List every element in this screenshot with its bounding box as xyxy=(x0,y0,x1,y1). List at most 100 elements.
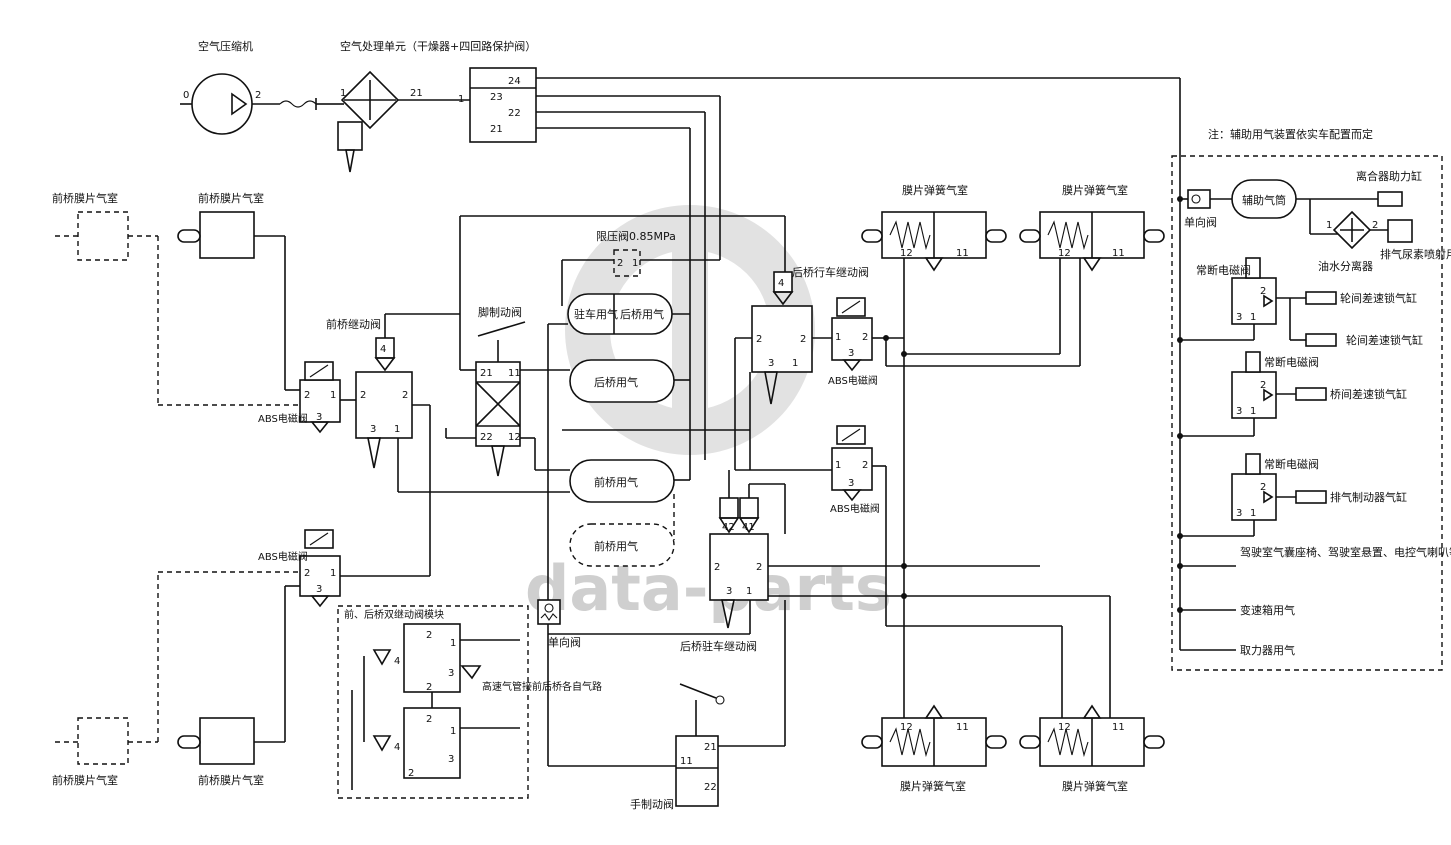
port-21: 21 xyxy=(480,368,493,379)
port-1: 1 xyxy=(330,390,336,401)
port-22: 22 xyxy=(508,108,521,119)
abs-label: ABS电磁阀 xyxy=(828,374,878,387)
port-3: 3 xyxy=(848,478,854,489)
port-12: 12 xyxy=(900,722,913,733)
port-2: 2 xyxy=(756,334,762,345)
port-2: 2 xyxy=(426,682,432,693)
port-11: 11 xyxy=(680,756,693,767)
port-1: 1 xyxy=(746,586,752,597)
spring-chamber-top-left: 12 11 膜片弹簧气室 xyxy=(861,183,1007,272)
rear-service-relay-label: 后桥行车继动阀 xyxy=(792,265,869,279)
limit-valve: 2 1 限压阀0.85MPa xyxy=(561,96,721,306)
port-2: 2 xyxy=(304,568,310,579)
check-valve-label: 单向阀 xyxy=(548,635,581,649)
port-2: 2 xyxy=(408,768,414,779)
port-2: 2 xyxy=(402,390,408,401)
foot-brake-valve: 21 11 22 12 脚制动阀 xyxy=(445,215,786,477)
clutch-label: 离合器助力缸 xyxy=(1356,169,1422,183)
watermark-text: data-parts xyxy=(525,552,892,625)
abs-label: ABS电磁阀 xyxy=(258,412,308,425)
compressor-label: 空气压缩机 xyxy=(198,39,253,53)
rear-park-relay-label: 后桥驻车继动阀 xyxy=(680,639,757,653)
hand-brake-label: 手制动阀 xyxy=(630,797,674,811)
port-2: 2 xyxy=(617,258,623,269)
port-3: 3 xyxy=(726,586,732,597)
spring-chamber-label: 膜片弹簧气室 xyxy=(902,183,968,197)
port-11: 11 xyxy=(508,368,521,379)
port-4: 4 xyxy=(778,278,784,289)
rear-park-relay-valve: 42 41 2 2 3 1 后桥驻车继动阀 xyxy=(548,470,786,653)
port-42: 42 xyxy=(722,522,735,533)
air-unit-label: 空气处理单元（干燥器+四回路保护阀） xyxy=(340,39,536,53)
port-2: 2 xyxy=(1260,286,1266,297)
port-11: 11 xyxy=(956,248,969,259)
port-1: 1 xyxy=(1250,508,1256,519)
spring-chamber-bottom-left: 12 11 膜片弹簧气室 xyxy=(861,704,1007,793)
front-relay-valve: 4 2 2 3 1 前桥继动阀 xyxy=(326,313,570,493)
inset-note: 高速气管接前后桥各自气路 xyxy=(482,680,602,693)
port-3: 3 xyxy=(848,348,854,359)
limit-valve-label: 限压阀0.85MPa xyxy=(596,229,676,243)
port-3: 3 xyxy=(1236,406,1242,417)
port-12: 12 xyxy=(508,432,521,443)
port-23: 23 xyxy=(490,92,503,103)
rear-tank-label: 后桥用气 xyxy=(594,375,638,389)
port-22: 22 xyxy=(704,782,717,793)
port-2: 2 xyxy=(800,334,806,345)
port-1: 1 xyxy=(450,638,456,649)
port-2: 2 xyxy=(360,390,366,401)
port-4: 4 xyxy=(394,742,400,753)
hand-brake-valve: 11 21 22 手制动阀 xyxy=(548,600,786,811)
tank-group: 驻车用气 后桥用气 后桥用气 前桥用气 前桥用气 xyxy=(547,112,750,766)
inset-dual-relay: 前、后桥双继动阀模块 4 4 2 1 3 2 2 1 3 2 高速气管接前后桥各… xyxy=(337,605,602,799)
port-2: 2 xyxy=(426,714,432,725)
port-1: 1 xyxy=(632,258,638,269)
port-3: 3 xyxy=(448,754,454,765)
port-2: 2 xyxy=(862,332,868,343)
air-compressor: 空气压缩机 0 2 xyxy=(180,39,330,135)
check-valve: 单向阀 xyxy=(537,599,581,649)
port-4: 4 xyxy=(394,656,400,667)
spring-chamber-label: 膜片弹簧气室 xyxy=(1062,779,1128,793)
port-12: 12 xyxy=(1058,722,1071,733)
aux-note: 注：辅助用气装置依实车配置而定 xyxy=(1208,127,1373,141)
port-1: 1 xyxy=(458,94,464,105)
port-1: 1 xyxy=(340,88,346,99)
port-24: 24 xyxy=(508,76,521,87)
front-diaphragm-bottom: 前桥膜片气室 前桥膜片气室 xyxy=(52,571,300,787)
diff-lock-label: 轮间差速锁气缸 xyxy=(1346,333,1423,347)
port-1: 1 xyxy=(394,424,400,435)
front-diaphragm-label: 前桥膜片气室 xyxy=(198,191,264,205)
port-3: 3 xyxy=(1236,508,1242,519)
port-1: 1 xyxy=(835,332,841,343)
port-1: 1 xyxy=(835,460,841,471)
pto-label: 取力器用气 xyxy=(1240,643,1295,657)
port-2: 2 xyxy=(862,460,868,471)
port-3: 3 xyxy=(316,584,322,595)
port-1: 1 xyxy=(330,568,336,579)
port-3: 3 xyxy=(448,668,454,679)
four-circuit-valve: 1 24 23 22 21 xyxy=(458,67,1180,143)
port-41: 41 xyxy=(742,522,755,533)
nc-valve-label: 常断电磁阀 xyxy=(1264,355,1319,369)
port-12: 12 xyxy=(1058,248,1071,259)
port-2: 2 xyxy=(1372,220,1378,231)
park-tank-label: 驻车用气 xyxy=(574,307,618,321)
inset-title: 前、后桥双继动阀模块 xyxy=(344,608,444,621)
auxiliary-panel: 注：辅助用气装置依实车配置而定 单向阀 辅助气筒 离合器助力缸 1 2 油水分离… xyxy=(1171,78,1451,671)
front-tank-label: 前桥用气 xyxy=(594,539,638,553)
front-relay-label: 前桥继动阀 xyxy=(326,317,381,331)
port-2: 2 xyxy=(255,90,261,101)
port-11: 11 xyxy=(1112,722,1125,733)
cab-items-label: 驾驶室气囊座椅、驾驶室悬置、电控气喇叭等用气 xyxy=(1240,545,1451,559)
port-2: 2 xyxy=(714,562,720,573)
port-2: 2 xyxy=(426,630,432,641)
port-12: 12 xyxy=(900,248,913,259)
urea-label: 排气尿素喷射用气 xyxy=(1380,247,1451,261)
exhaust-brake-label: 排气制动器气缸 xyxy=(1330,490,1407,504)
gearbox-label: 变速箱用气 xyxy=(1240,603,1295,617)
diff-lock-label: 轮间差速锁气缸 xyxy=(1340,291,1417,305)
port-1: 1 xyxy=(1326,220,1332,231)
rear-service-relay-valve: 4 2 2 3 1 后桥行车继动阀 xyxy=(734,265,869,471)
